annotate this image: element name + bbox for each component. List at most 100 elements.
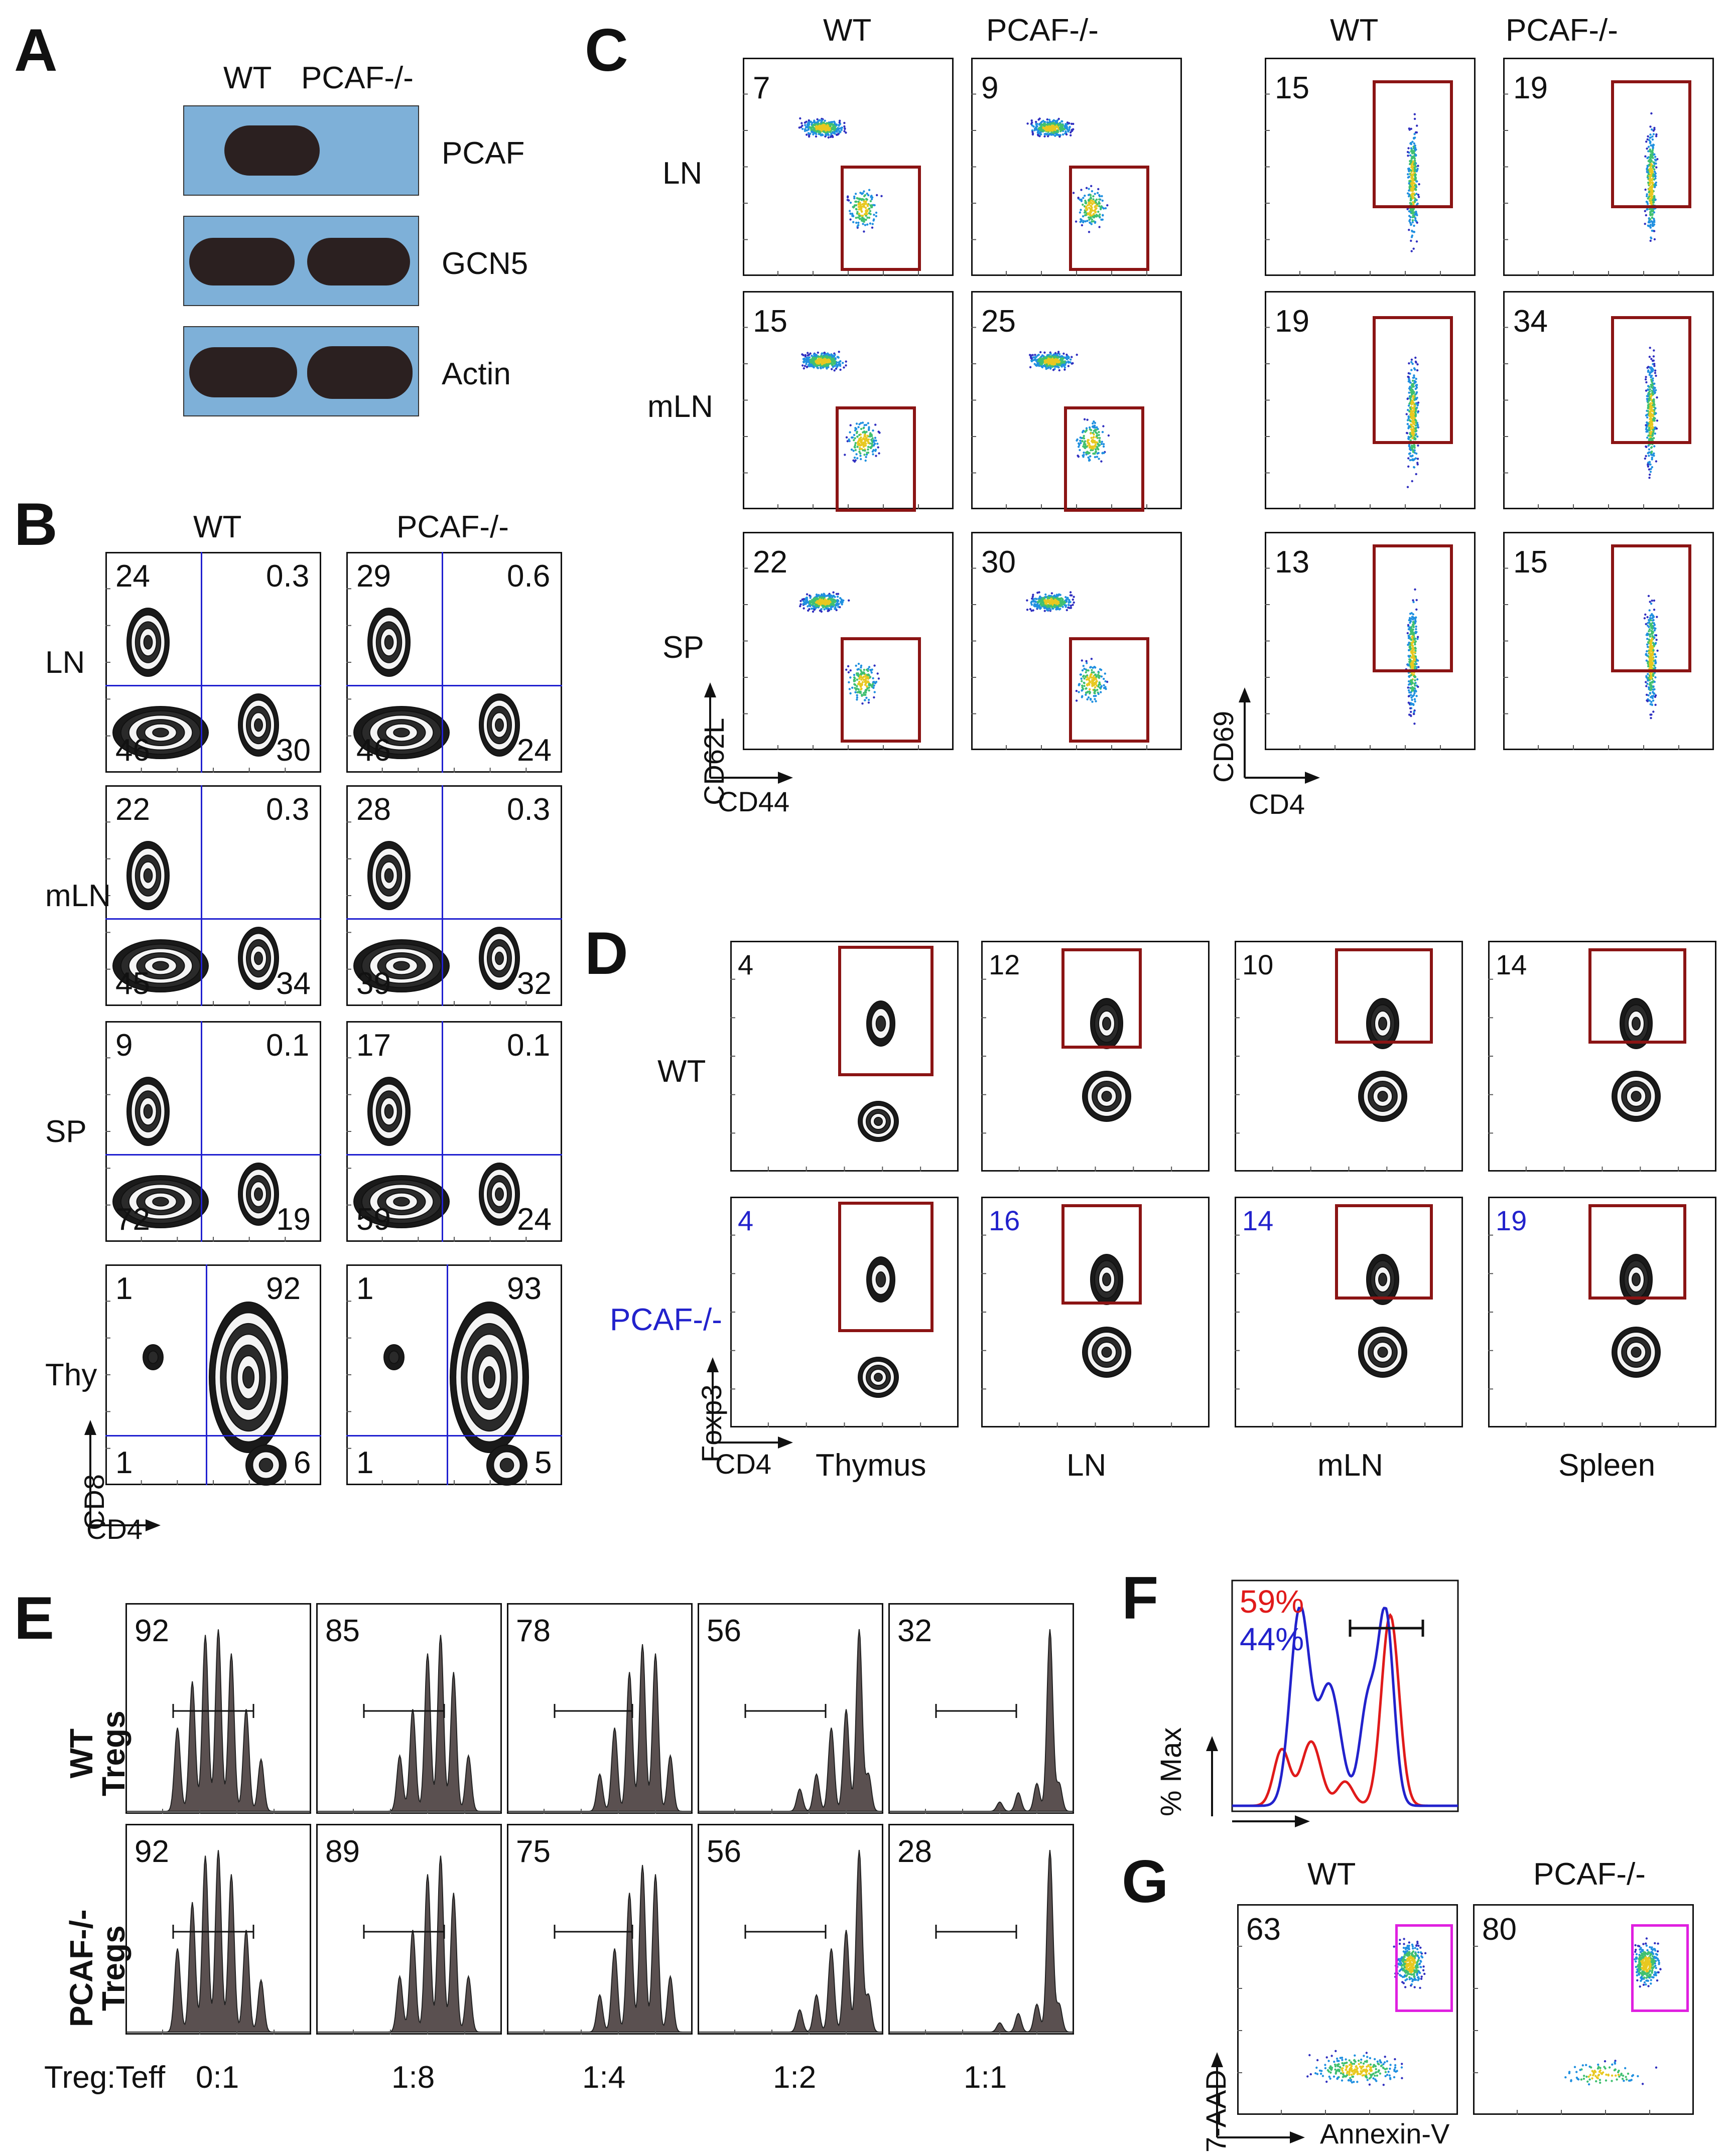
c-cd4-pop-dot: [1409, 714, 1412, 716]
c-naive-pop-dot: [1036, 133, 1039, 136]
c-cd4-pop-dot: [1407, 173, 1409, 176]
c-mem-pop-dot: [864, 207, 867, 209]
c-cd4-pop-dot: [1410, 236, 1413, 238]
c-naive-pop-dot: [824, 359, 826, 362]
c-mem-pop-dot: [855, 221, 858, 224]
c-naive-pop-dot: [802, 358, 805, 360]
c-naive-pop-dot: [812, 610, 815, 613]
c-mem-pop-dot: [868, 216, 871, 219]
c-naive-pop-dot: [1039, 128, 1042, 130]
c-naive-pop-dot: [844, 127, 846, 130]
c-naive-pop-dot: [812, 124, 815, 127]
c-cd4-pop-dot: [1414, 147, 1417, 149]
c-naive-pop-dot: [1032, 356, 1034, 359]
c-naive-pop-dot: [1043, 357, 1046, 359]
c-naive-pop-dot: [815, 353, 817, 356]
c-naive-pop-dot: [829, 128, 832, 131]
c-cd69-plot-SP-1: [1503, 532, 1714, 750]
c-naive-pop-dot: [1051, 122, 1054, 124]
c-cd4-pop-dot: [1414, 700, 1416, 703]
c-naive-pop-dot: [835, 129, 838, 131]
c-cd4-pop-dot: [1415, 170, 1418, 173]
c-naive-pop-dot: [1039, 133, 1042, 136]
c-naive-pop-dot: [834, 601, 837, 603]
b-dp-pop-ring: [242, 1366, 255, 1389]
c-naive-pop-dot: [1050, 363, 1053, 366]
c-naive-pop-dot: [807, 361, 809, 363]
c-mem-pop-dot: [871, 206, 873, 209]
c-cd4-pop-dot: [1416, 458, 1419, 460]
c-cd4-pop-dot: [1655, 460, 1658, 463]
c-cd4-pop-dot: [1414, 217, 1417, 220]
c-naive-pop-dot: [839, 597, 842, 600]
b-dp-pop-ring: [483, 1366, 496, 1389]
c-cd4-pop-dot: [1651, 466, 1653, 469]
c-naive-pop-dot: [845, 131, 847, 134]
c-mem-pop-dot: [859, 205, 861, 208]
c-cd4-pop-dot: [1407, 169, 1410, 172]
c-naive-pop-dot: [830, 603, 833, 605]
c-naive-pop-dot: [1044, 365, 1046, 368]
c-naive-pop: [799, 591, 850, 613]
b-sp-pop-ring: [258, 1458, 274, 1473]
c-cd4-pop-dot: [1410, 703, 1412, 706]
c-cd4-pop-dot: [1648, 473, 1651, 476]
c-cd4-pop-dot: [1650, 213, 1652, 216]
c-naive-pop-dot: [808, 123, 811, 126]
c-mem-pop-dot: [856, 225, 859, 228]
c-cd4-pop-dot: [1407, 465, 1410, 468]
c-naive-pop-dot: [820, 610, 823, 613]
b-xaxis-arrowhead: [146, 1519, 161, 1531]
c-cd4-pop-dot: [1415, 452, 1418, 455]
c-mem-pop-dot: [872, 219, 875, 222]
c-naive-pop-dot: [1050, 592, 1053, 595]
c-cd4-pop-dot: [1414, 457, 1417, 460]
c-naive-pop-dot: [804, 129, 807, 132]
c-cd4-pop-dot: [1410, 142, 1413, 146]
c-mem-pop-dot: [867, 194, 870, 197]
c-naive-pop-dot: [836, 596, 839, 598]
c-cd4-pop-dot: [1407, 457, 1410, 460]
c-naive-pop-dot: [815, 605, 818, 608]
c-cd4-pop-dot: [1647, 221, 1650, 224]
c-naive-pop-dot: [1038, 123, 1041, 126]
c-cd4-pop-dot: [1415, 473, 1417, 476]
c-naive-pop-dot: [1061, 600, 1064, 603]
f-plot-frame: [1231, 1579, 1459, 1812]
c-naive-pop-dot: [1047, 359, 1050, 361]
c-naive-pop-dot: [803, 607, 805, 610]
c-naive-pop-dot: [826, 605, 829, 607]
c-cd4-pop-dot: [1413, 675, 1416, 678]
c-naive-pop-dot: [1052, 132, 1055, 134]
c-naive-pop-dot: [799, 603, 802, 606]
c-cd4-pop-dot: [1414, 213, 1416, 216]
c-naive-pop-dot: [1063, 128, 1066, 130]
c-cd4-pop-dot: [1413, 117, 1416, 120]
c-naive-pop-dot: [1070, 358, 1072, 361]
c-naive-pop-dot: [812, 605, 815, 608]
d-plot-ko-1: [981, 1197, 1210, 1427]
c-naive-pop-dot: [1044, 596, 1047, 599]
c-cd4-pop-dot: [1411, 219, 1414, 222]
c-naive-pop-dot: [832, 357, 835, 360]
c-cd4-pop-dot: [1409, 209, 1412, 212]
c-naive-pop-dot: [835, 133, 838, 136]
c-naive-pop-dot: [835, 363, 838, 366]
c-naive-pop-dot: [832, 598, 835, 601]
c-cd4-pop-dot: [1413, 710, 1415, 713]
c-naive-pop-dot: [807, 121, 810, 124]
c-naive-pop: [1028, 351, 1078, 372]
c-naive-pop-dot: [801, 124, 804, 127]
c-mem-pop-dot: [860, 219, 863, 222]
c-naive-pop-dot: [1045, 367, 1047, 370]
c-cd4-pop-dot: [1413, 466, 1415, 469]
e-plot-wt-4: [888, 1603, 1074, 1814]
c-mem-pop-dot: [856, 211, 859, 213]
c-naive-pop-dot: [839, 130, 842, 133]
c-cd4-pop-dot: [1408, 220, 1411, 222]
c-cd4-pop-dot: [1413, 133, 1416, 135]
c-cd4-pop-dot: [1416, 168, 1419, 170]
c-naive-pop-dot: [806, 133, 808, 136]
c-cd4-pop-dot: [1415, 210, 1417, 213]
c-cd4-pop: [1406, 113, 1420, 252]
